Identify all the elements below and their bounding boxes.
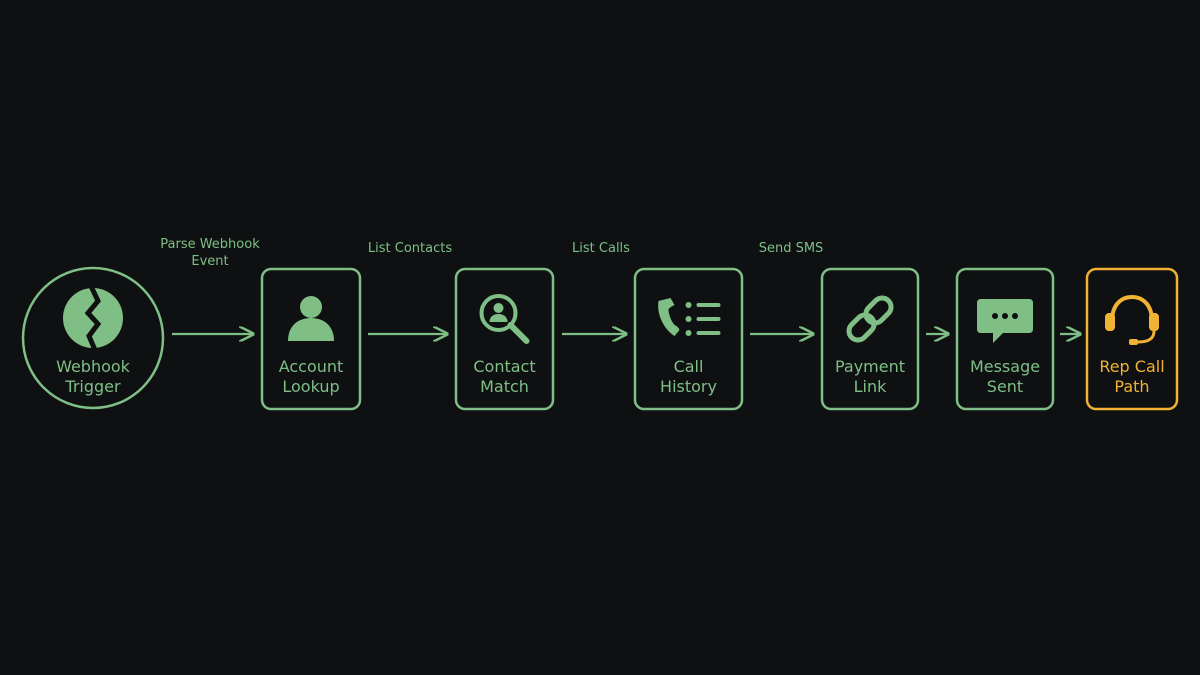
node-label: Match: [480, 377, 529, 396]
edge-call-history-to-payment-link: Send SMS: [750, 241, 823, 334]
node-label: Payment: [835, 357, 905, 376]
node-label: Call: [674, 357, 704, 376]
node-label: Message: [970, 357, 1040, 376]
node-circle: [21, 266, 165, 410]
node-box: [260, 267, 362, 411]
edge-label: Parse Webhook: [160, 237, 260, 252]
link-icon: [846, 295, 894, 343]
edge-label: List Contacts: [368, 241, 452, 256]
edge-account-lookup-to-contact-match: List Contacts: [368, 241, 452, 334]
node-box: [633, 267, 744, 411]
edge-contact-match-to-call-history: List Calls: [562, 241, 630, 334]
headset-icon: [1105, 294, 1159, 345]
node-box: [955, 267, 1055, 411]
nodes: WebhookTriggerAccountLookupContactMatchC…: [21, 266, 1179, 411]
edge-label: Event: [191, 254, 228, 269]
node-box: [454, 267, 555, 411]
user-icon: [288, 296, 334, 341]
node-label: Account: [279, 357, 344, 376]
node-label: Contact: [473, 357, 535, 376]
node-label: Lookup: [282, 377, 339, 396]
node-label: Sent: [987, 377, 1023, 396]
node-label: History: [660, 377, 717, 396]
node-label: Link: [854, 377, 888, 396]
node-label: Path: [1114, 377, 1149, 396]
node-label: Rep Call: [1099, 357, 1164, 376]
edge-label: List Calls: [572, 241, 630, 256]
broken-circle-icon: [63, 284, 123, 351]
phone-list-icon: [658, 298, 721, 336]
node-label: Trigger: [64, 377, 121, 396]
search-user-icon: [479, 294, 530, 344]
node-box: [1085, 267, 1179, 411]
node-box: [820, 267, 920, 411]
edge-label: Send SMS: [759, 241, 824, 256]
node-label: Webhook: [56, 357, 131, 376]
chat-bubble-icon: [977, 299, 1033, 343]
